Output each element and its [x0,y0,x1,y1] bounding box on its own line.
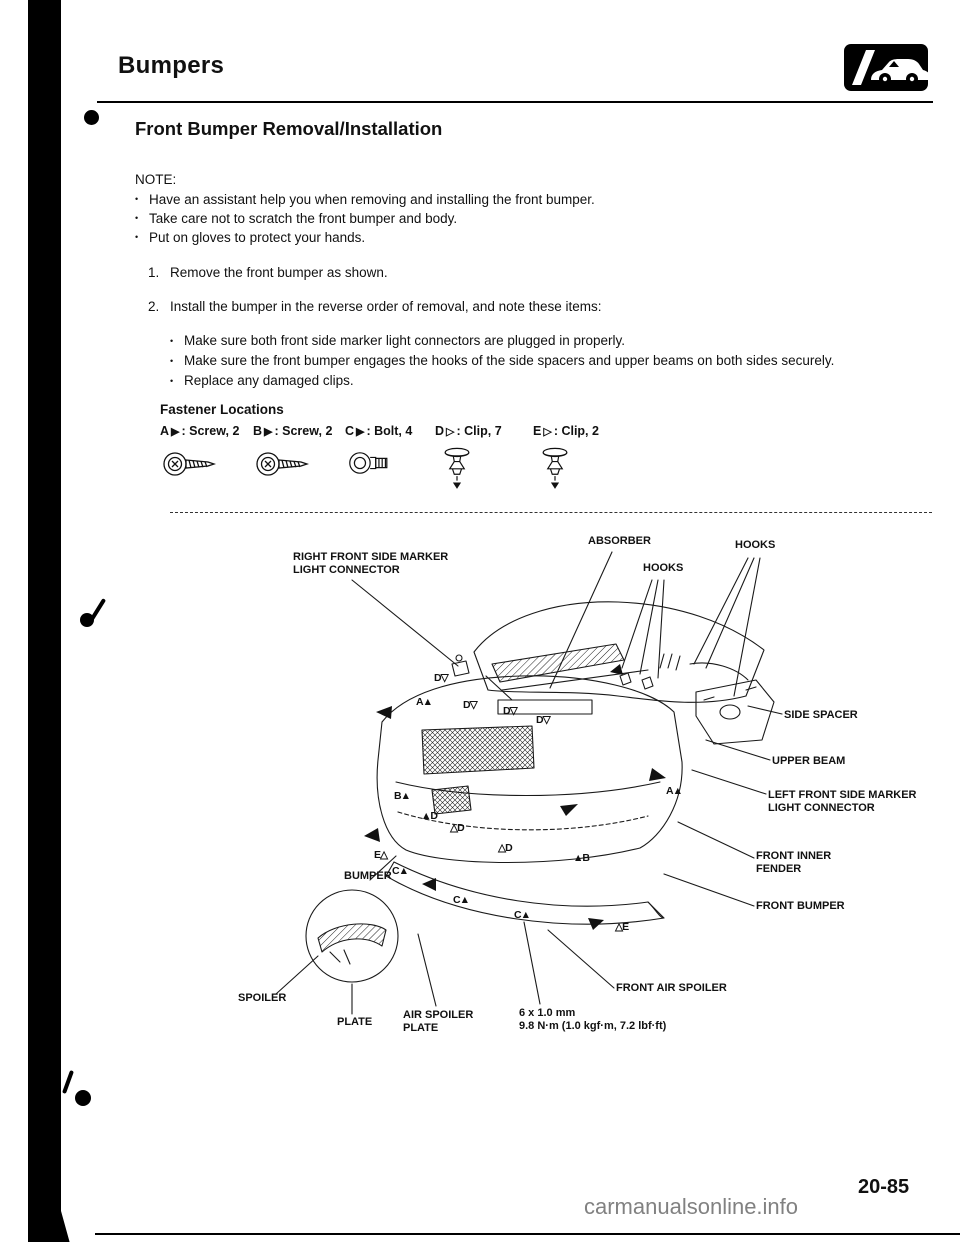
note-item: Put on gloves to protect your hands. [135,228,855,247]
fastener-locations-heading: Fastener Locations [160,402,284,417]
binding-tab-mark [87,598,107,624]
label-left-front-side-marker: LEFT FRONT SIDE MARKER LIGHT CONNECTOR [768,789,917,814]
label-spoiler: SPOILER [238,992,287,1004]
legend-item-d: D▷: Clip, 7 [435,424,502,491]
binding-tab-mark [62,1070,74,1094]
clip-icon [535,443,599,491]
legend-item-b: B▶: Screw, 2 [253,424,332,485]
binding-strip-foot [28,1148,70,1242]
legend-label: A▶: Screw, 2 [160,424,240,438]
step-2-note-item: Make sure both front side marker light c… [170,331,945,351]
step-2: 2. Install the bumper in the reverse orde… [148,297,601,316]
bolt-icon [347,443,412,483]
label-front-bumper: FRONT BUMPER [756,900,845,912]
label-hooks-left: HOOKS [643,562,684,574]
fastener-marker: △E [615,921,629,933]
fastener-marker: △D [498,842,513,854]
legend-label: B▶: Screw, 2 [253,424,333,438]
note-item: Have an assistant help you when removing… [135,190,855,209]
open-triangle-icon: ▷ [446,426,455,438]
label-front-air-spoiler: FRONT AIR SPOILER [616,982,727,994]
fastener-marker: ▲D [421,810,438,822]
screw-icon [162,443,239,485]
punch-hole [75,1090,91,1106]
fastener-marker: D▽ [434,672,449,684]
fastener-marker: C▲ [514,909,531,921]
fastener-marker: ▲B [573,852,590,864]
label-side-spacer: SIDE SPACER [784,709,858,721]
label-upper-beam: UPPER BEAM [772,755,846,767]
label-plate: PLATE [337,1016,373,1028]
legend-label: D▷: Clip, 7 [435,424,502,438]
fastener-marker: A▲ [666,785,683,797]
legend-item-e: E▷: Clip, 2 [533,424,599,491]
fastener-marker: D▽ [503,705,518,717]
label-front-inner-fender: FRONT INNER FENDER [756,850,832,875]
fastener-marker: △D [450,822,465,834]
legend-label: C▶: Bolt, 4 [345,424,413,438]
fastener-marker: E△ [374,849,388,861]
watermark: carmanualsonline.info [584,1194,799,1219]
label-bumper: BUMPER [344,870,392,882]
step-number: 1. [148,265,160,280]
car-icon [844,44,928,91]
step-number: 2. [148,299,160,314]
label-hooks-right: HOOKS [735,539,776,551]
step-2-notes: Make sure both front side marker light c… [170,331,945,391]
page-bottom-rule [95,1233,960,1235]
legend-item-c: C▶: Bolt, 4 [345,424,412,483]
step-text: Remove the front bumper as shown. [170,265,388,280]
step-1: 1. Remove the front bumper as shown. [148,263,388,282]
binding-strip [28,0,61,1242]
note-item: Take care not to scratch the front bumpe… [135,209,855,228]
label-absorber: ABSORBER [588,535,651,547]
step-2-note-item: Replace any damaged clips. [170,371,945,391]
step-text: Install the bumper in the reverse order … [170,299,602,314]
legend-item-a: A▶: Screw, 2 [160,424,239,485]
open-triangle-icon: ▷ [543,426,552,438]
fastener-marker: C▲ [392,865,409,877]
fastener-marker: A▲ [416,696,433,708]
section-divider [170,512,932,513]
filled-triangle-icon: ▶ [171,426,180,438]
fastener-marker: C▲ [453,894,470,906]
fastener-marker: D▽ [536,714,551,726]
filled-triangle-icon: ▶ [356,426,365,438]
note-block: NOTE: Have an assistant help you when re… [135,170,855,247]
header-divider [97,101,933,103]
label-right-front-side-marker: RIGHT FRONT SIDE MARKER LIGHT CONNECTOR [293,551,449,576]
legend-label: E▷: Clip, 2 [533,424,599,438]
step-2-note-item: Make sure the front bumper engages the h… [170,351,945,371]
page-title: Bumpers [118,52,225,79]
filled-triangle-icon: ▶ [264,426,273,438]
page-number: 20-85 [858,1176,910,1198]
fastener-marker: B▲ [394,790,411,802]
screw-icon [255,443,332,485]
note-label: NOTE: [135,172,177,187]
fastener-marker: D▽ [463,699,478,711]
label-air-spoiler-plate: AIR SPOILER PLATE [403,1009,474,1034]
punch-hole [84,110,99,125]
section-title: Front Bumper Removal/Installation [135,118,443,139]
clip-icon [437,443,502,491]
label-bolt-spec: 6 x 1.0 mm 9.8 N·m (1.0 kgf·m, 7.2 lbf·f… [519,1007,667,1032]
